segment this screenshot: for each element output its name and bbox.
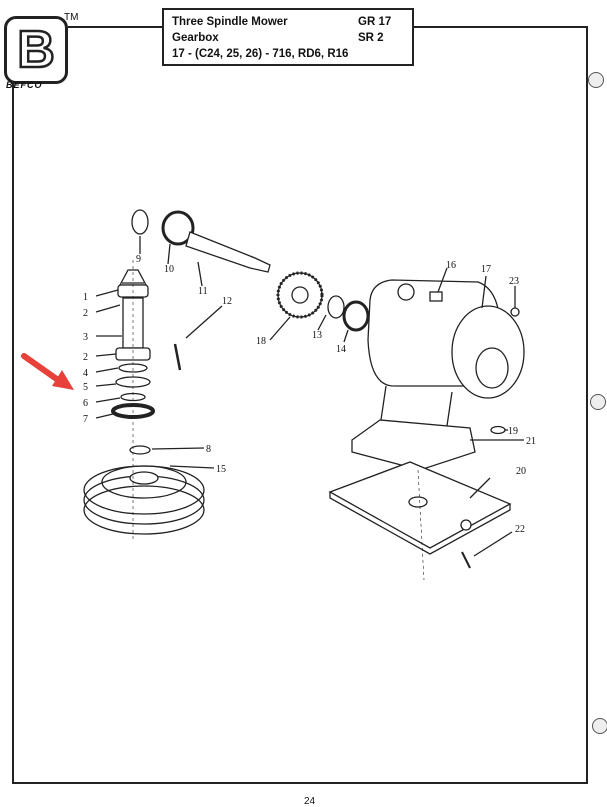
callout-2: 2 [83,308,88,319]
binder-hole-bottom [592,718,607,734]
title-section: Gearbox [172,32,219,44]
title-row-1: Three Spindle Mower GR 17 [172,14,404,30]
callout-20: 20 [516,466,526,477]
page-border-top-right [412,26,586,28]
callout-14: 14 [336,344,346,355]
part-breather-plug [429,291,443,302]
callout-22: 22 [515,524,525,535]
befco-logo: B BEFCO [4,16,68,90]
page-border [12,26,588,784]
part-output-bearing [342,300,370,332]
part-key [173,343,182,371]
part-bolt [510,307,520,317]
title-row-3: 17 - (C24, 25, 26) - 716, RD6, R16 [172,46,404,62]
callout-15: 15 [216,464,226,475]
page-border-top-left [68,26,162,28]
part-input-bearing [161,210,195,246]
part-lock-nut [460,519,472,531]
callout-16: 16 [446,260,456,271]
callout-7: 7 [83,414,88,425]
group-code: GR 17 [358,16,392,28]
part-mounting-plate [351,419,476,471]
callout-12: 12 [222,296,232,307]
callout-21: 21 [526,436,536,447]
callout-2b: 2 [83,352,88,363]
callout-13: 13 [312,330,322,341]
part-spacer [327,295,345,319]
callout-1: 1 [83,292,88,303]
section-code: SR 2 [358,32,384,44]
callout-8: 8 [206,444,211,455]
logo-letter: B [16,20,56,81]
title-models: 17 - (C24, 25, 26) - 716, RD6, R16 [172,48,349,60]
part-nut [129,445,151,455]
callout-17: 17 [481,264,491,275]
callout-5: 5 [83,382,88,393]
callout-9: 9 [136,254,141,265]
logo-box: B [4,16,68,84]
callout-10: 10 [164,264,174,275]
callout-18: 18 [256,336,266,347]
page-number: 24 [304,796,316,807]
title-row-2: Gearbox SR 2 [172,30,404,46]
part-bolt-22 [461,551,471,569]
part-oil-seal [131,209,149,235]
binder-hole-top [588,72,604,88]
title-block: Three Spindle Mower GR 17 Gearbox SR 2 1… [162,8,414,66]
red-arrow-icon [21,353,74,390]
callout-11: 11 [198,286,208,297]
part-input-shaft [185,231,271,273]
logo-brand-name: BEFCO [6,80,43,90]
trademark-mark: TM [64,12,79,23]
callout-3: 3 [83,332,88,343]
callout-23: 23 [509,276,519,287]
title-product: Three Spindle Mower [172,16,288,28]
part-washer-19 [490,425,506,435]
binder-hole-middle [590,394,606,410]
callout-6: 6 [83,398,88,409]
callout-19: 19 [508,426,518,437]
callout-4: 4 [83,368,88,379]
